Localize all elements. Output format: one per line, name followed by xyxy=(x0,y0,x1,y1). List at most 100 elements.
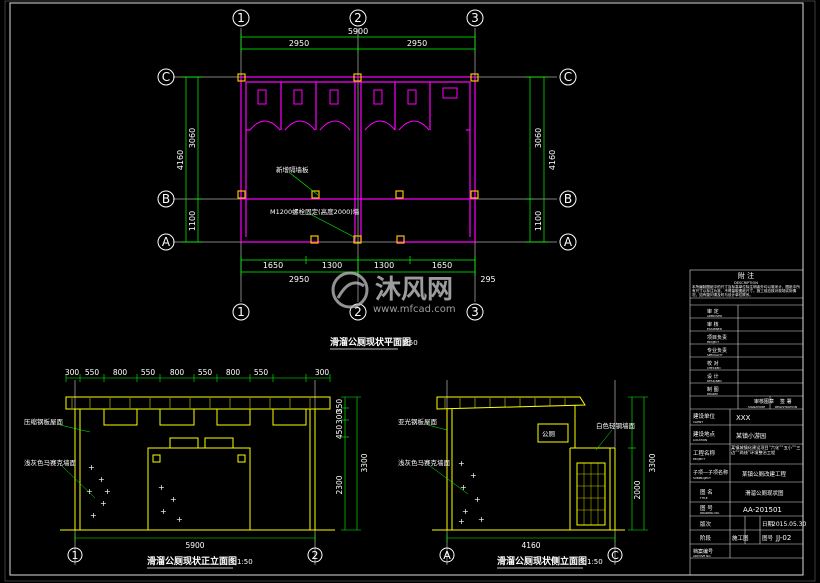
sign-col-2: 签 署 xyxy=(780,398,792,405)
side-note-right: 白色轻钢墙面 xyxy=(596,421,636,430)
plan-dim-left-total: 4160 xyxy=(176,150,185,170)
sheet-value: JJ-02 xyxy=(775,534,791,542)
role-4: 专业负责 xyxy=(707,347,727,354)
front-dimension-lines xyxy=(65,374,361,542)
svg-text:+: + xyxy=(98,475,105,484)
sign-col-1-en: SIGNATURE xyxy=(748,405,765,409)
svg-text:+: + xyxy=(158,483,165,492)
sheet-label: 图号 xyxy=(762,534,774,542)
plan-scale: 1:50 xyxy=(402,339,418,347)
side-dim-total: 4160 xyxy=(521,541,540,550)
role-2-en: EXAMINED xyxy=(707,327,722,331)
drawing-title-label-en: TITLE xyxy=(699,496,708,500)
front-dim-top-8: 550 xyxy=(254,368,269,377)
stage-label: 阶段 xyxy=(700,534,712,542)
stage-value: 施工图 xyxy=(732,534,749,542)
plan-dim-bottom-half-right: 295 xyxy=(480,275,495,284)
front-dim-right-3: 450 xyxy=(335,425,344,440)
svg-text:+: + xyxy=(88,463,95,472)
plan-title: 滑溜公厕现状平面图 xyxy=(330,336,411,348)
svg-text:+: + xyxy=(86,487,93,496)
axis-label-3-top: 3 xyxy=(471,11,479,25)
svg-text:+: + xyxy=(474,495,481,504)
plan-dim-half-right: 2950 xyxy=(407,39,427,48)
drawing-no-label: 图 号 xyxy=(700,504,713,512)
remarks-heading: 附 注 xyxy=(738,271,754,280)
role-3: 项目负责 xyxy=(707,334,727,341)
front-dim-top-5: 800 xyxy=(170,368,185,377)
svg-text:+: + xyxy=(176,515,183,524)
front-dim-top-6: 550 xyxy=(198,368,213,377)
plan-dimension-lines xyxy=(182,33,548,276)
axis-label-2-bottom: 2 xyxy=(354,305,362,319)
title-block-text: 附 注 DESCRIPTION 本所编制图纸中的尺寸及标高单位除注明者外均以毫米… xyxy=(692,271,807,558)
sign-col-1: 审核图章 xyxy=(754,398,774,405)
plan-dim-bottom-half-left: 2950 xyxy=(289,275,309,284)
plan-dim-left-2: 1100 xyxy=(188,211,197,231)
plan-dim-left-1: 3060 xyxy=(188,128,197,148)
front-roof-hatch xyxy=(71,398,311,408)
front-dim-top-3: 800 xyxy=(113,368,128,377)
drawing-title-value: 滑溜公厕现状图 xyxy=(745,489,784,497)
sign-col-2-en: REGISTRATION xyxy=(775,405,797,409)
plan-note-partition: 新增隔墙板 xyxy=(276,165,309,174)
svg-text:+: + xyxy=(170,495,177,504)
front-dim-top-4: 550 xyxy=(141,368,156,377)
axis-label-c-left: C xyxy=(162,70,170,84)
site-label-en: LOCATION xyxy=(693,438,707,442)
side-dim-right-2: 2000 xyxy=(633,480,642,499)
plan-dim-half-left: 2950 xyxy=(289,39,309,48)
plan-dim-bottom-seg-1: 1650 xyxy=(263,261,283,270)
drawing-title-label: 图 名 xyxy=(700,488,713,496)
front-dim-right-1: 350 xyxy=(335,399,344,414)
role-1: 审 定 xyxy=(707,308,719,315)
front-note-wall: 浅灰色马赛克墙面 xyxy=(24,458,77,467)
axis-bubbles-top xyxy=(157,9,577,321)
front-axis-2: 2 xyxy=(312,549,319,562)
side-dimension-lines xyxy=(446,396,648,542)
front-dim-right-4: 2300 xyxy=(335,475,344,494)
side-axis-c: C xyxy=(611,549,619,562)
plan-dim-bottom-seg-3: 1300 xyxy=(374,261,394,270)
front-building-outline xyxy=(60,396,335,531)
role-5: 校 对 xyxy=(707,360,719,367)
subitem-value: 某镇公厕改建工程 xyxy=(742,470,787,478)
front-wall-pattern: ++++ ++++ ++ xyxy=(86,463,183,524)
front-note-roof: 压缩钢板屋面 xyxy=(24,417,64,426)
drawing-no-label-en: DRAWING NO. xyxy=(700,511,720,515)
role-1-en: APPROVED xyxy=(707,314,722,318)
axis-label-1-top: 1 xyxy=(237,11,245,25)
plan-dim-total: 5900 xyxy=(348,27,368,36)
project-label: 工程名称 xyxy=(693,449,716,457)
plan-walls xyxy=(240,76,476,243)
front-dim-top-7: 800 xyxy=(226,368,241,377)
svg-text:+: + xyxy=(458,517,465,526)
svg-text:+: + xyxy=(470,471,477,480)
side-elevation: 4160 3300 2000 ++++ xyxy=(398,380,657,569)
side-grille xyxy=(577,463,605,525)
side-axis-a: A xyxy=(443,549,451,562)
axis-label-b-left: B xyxy=(162,192,170,206)
side-title: 滑溜公厕现状侧立面图 xyxy=(497,555,587,567)
plan-dim-bottom-seg-2: 1300 xyxy=(322,261,342,270)
project-label-en: PROJECT xyxy=(693,457,705,461)
archive-label: 档案编号 xyxy=(693,548,713,555)
remarks-sub: DESCRIPTION xyxy=(734,281,758,285)
axis-label-3-bottom: 3 xyxy=(471,305,479,319)
side-note-roof: 亚光钢板屋面 xyxy=(398,417,438,426)
front-axis-1: 1 xyxy=(72,549,79,562)
front-dim-total: 5900 xyxy=(185,541,204,550)
side-note-wall: 浅灰色马赛克墙面 xyxy=(398,458,451,467)
svg-text:+: + xyxy=(100,499,107,508)
client-label: 建设单位 xyxy=(693,412,716,420)
role-6-en: DESIGNED xyxy=(707,379,722,383)
side-roof-hatch xyxy=(444,398,566,408)
floor-plan: 1 2 3 1 2 3 C B A C B A xyxy=(157,9,577,350)
side-building-outline xyxy=(432,396,625,531)
role-5-en: CHECKED xyxy=(707,366,721,370)
remarks-text: 本所编制图纸中的尺寸及标高单位除注明者外均以毫米计，图纸中所有尺寸以标注为准，不… xyxy=(692,285,800,298)
role-7-en: DRAWN xyxy=(707,392,718,396)
plan-dim-bottom-seg-4: 1650 xyxy=(432,261,452,270)
plan-dim-right-total: 4160 xyxy=(548,150,557,170)
